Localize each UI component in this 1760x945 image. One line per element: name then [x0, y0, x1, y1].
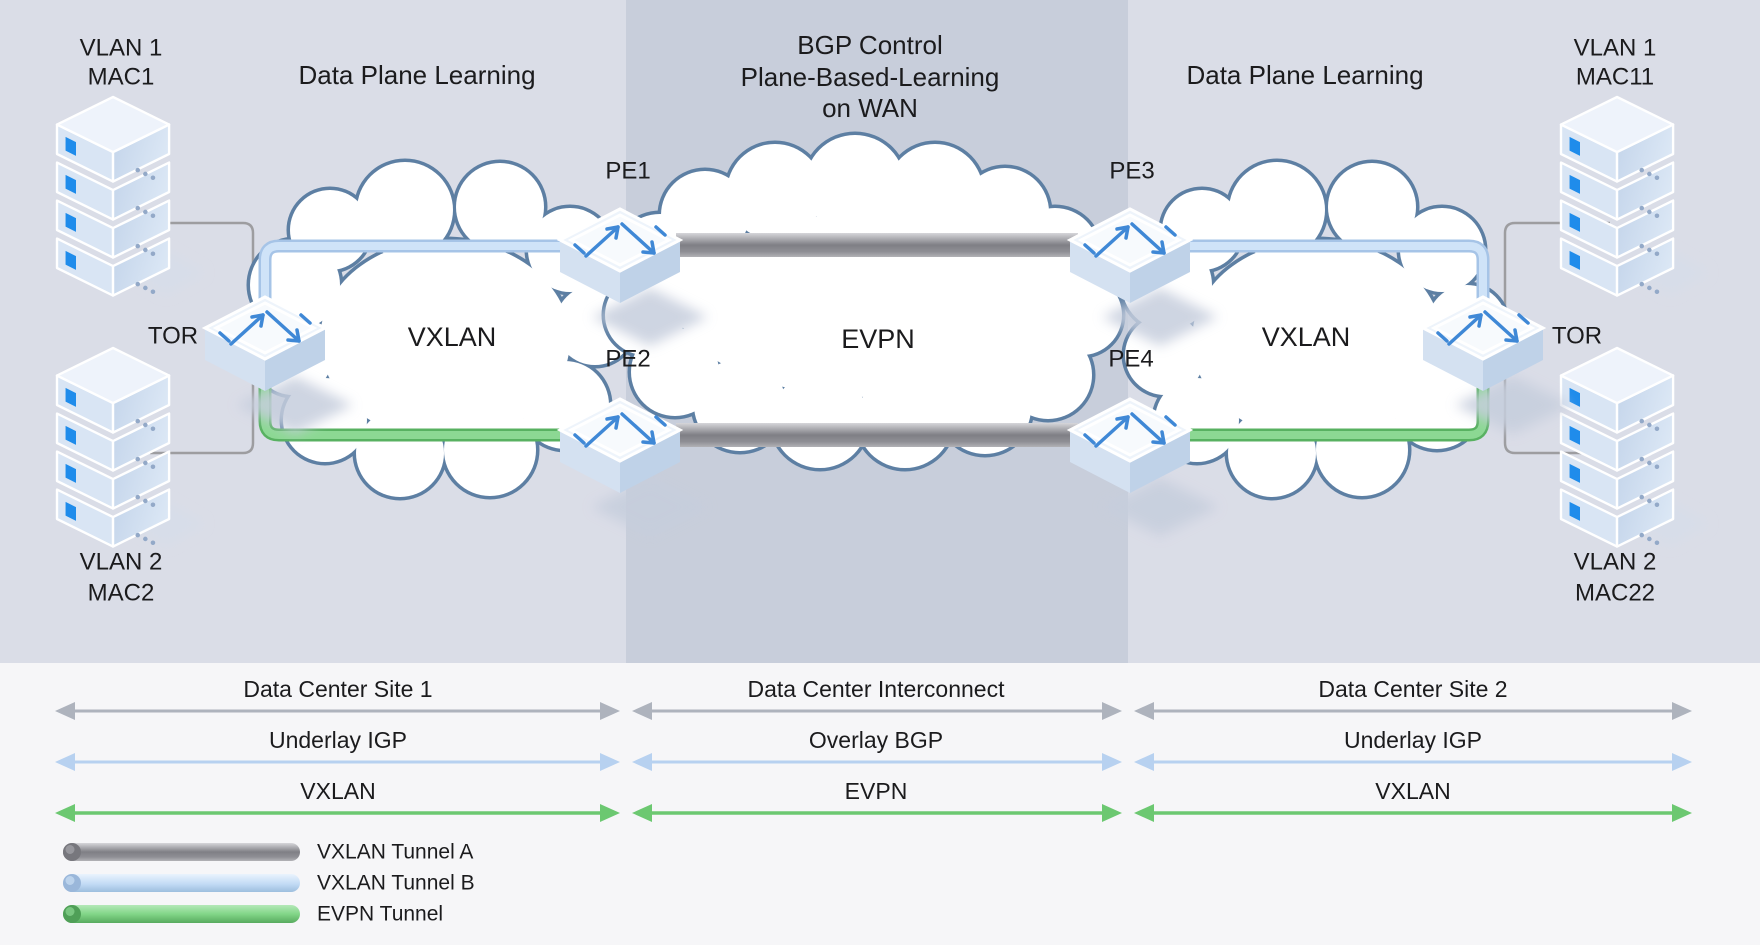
vxlan-span-right-label: VXLAN [1375, 778, 1450, 804]
host-label-mac1: MAC1 [88, 64, 155, 91]
bottom-band [0, 663, 1760, 945]
cloud-label-vxlan-left: VXLAN [408, 322, 497, 352]
cloud-label-evpn: EVPN [841, 324, 915, 354]
legend-vxlan-tunnel-a: VXLAN Tunnel A [63, 841, 473, 864]
host-label-vlan1-right: VLAN 1 [1574, 35, 1657, 62]
underlay-igp-left-label: Underlay IGP [269, 727, 407, 753]
scale-row-sites: Data Center Site 1 Data Center Interconn… [55, 676, 1692, 720]
legend-vxlan-tunnel-b: VXLAN Tunnel B [63, 872, 475, 895]
title-left: Data Plane Learning [298, 60, 535, 90]
vxlan-tunnel-b-swatch [63, 874, 300, 892]
site2-label: Data Center Site 2 [1318, 676, 1507, 702]
interconnect-label: Data Center Interconnect [748, 676, 1006, 702]
scale-row-routing: Underlay IGP Overlay BGP Underlay IGP [55, 727, 1692, 771]
pe4-label: PE4 [1108, 346, 1153, 373]
vxlan-tunnel-a-top [676, 233, 1078, 257]
legend: VXLAN Tunnel A VXLAN Tunnel B EVPN Tunne… [63, 841, 475, 926]
legend-evpn-tunnel: EVPN Tunnel [63, 903, 443, 926]
pe2-label: PE2 [605, 346, 650, 373]
host-label-vlan1-left: VLAN 1 [80, 35, 163, 62]
vxlan-tunnel-b-left [258, 239, 605, 309]
legend-label-vxlan-tunnel-b: VXLAN Tunnel B [317, 872, 475, 895]
site1-label: Data Center Site 1 [243, 676, 432, 702]
evpn-tunnel-right [1155, 381, 1490, 442]
vxlan-tunnel-a-swatch [63, 843, 300, 861]
evpn-span-label: EVPN [845, 778, 908, 804]
host-label-vlan2-left: VLAN 2 [80, 549, 163, 576]
scale-row-overlay: VXLAN EVPN VXLAN [55, 778, 1692, 822]
pe3-label: PE3 [1109, 158, 1154, 185]
evpn-tunnel-swatch [63, 905, 300, 923]
overlay-bgp-label: Overlay BGP [809, 727, 943, 753]
host-label-mac22: MAC22 [1575, 580, 1655, 607]
legend-label-vxlan-tunnel-a: VXLAN Tunnel A [317, 841, 473, 864]
evpn-tunnel-left [258, 381, 605, 442]
title-right: Data Plane Learning [1186, 60, 1423, 90]
host-label-vlan2-right: VLAN 2 [1574, 549, 1657, 576]
cloud-label-vxlan-right: VXLAN [1262, 322, 1351, 352]
title-middle-line2: Plane-Based-Learning [741, 62, 1000, 92]
legend-label-evpn-tunnel: EVPN Tunnel [317, 903, 443, 926]
vxlan-tunnel-b-right [1154, 239, 1490, 309]
host-label-mac11: MAC11 [1576, 64, 1654, 91]
host-label-mac2: MAC2 [88, 580, 155, 607]
tor-right-label: TOR [1552, 323, 1602, 350]
underlay-igp-right-label: Underlay IGP [1344, 727, 1482, 753]
title-middle-line3: on WAN [822, 93, 918, 123]
title-middle-line1: BGP Control [797, 30, 942, 60]
vxlan-span-left-label: VXLAN [300, 778, 375, 804]
vxlan-tunnel-a-bottom [676, 423, 1078, 447]
tor-left-label: TOR [148, 323, 198, 350]
pe1-label: PE1 [605, 158, 650, 185]
